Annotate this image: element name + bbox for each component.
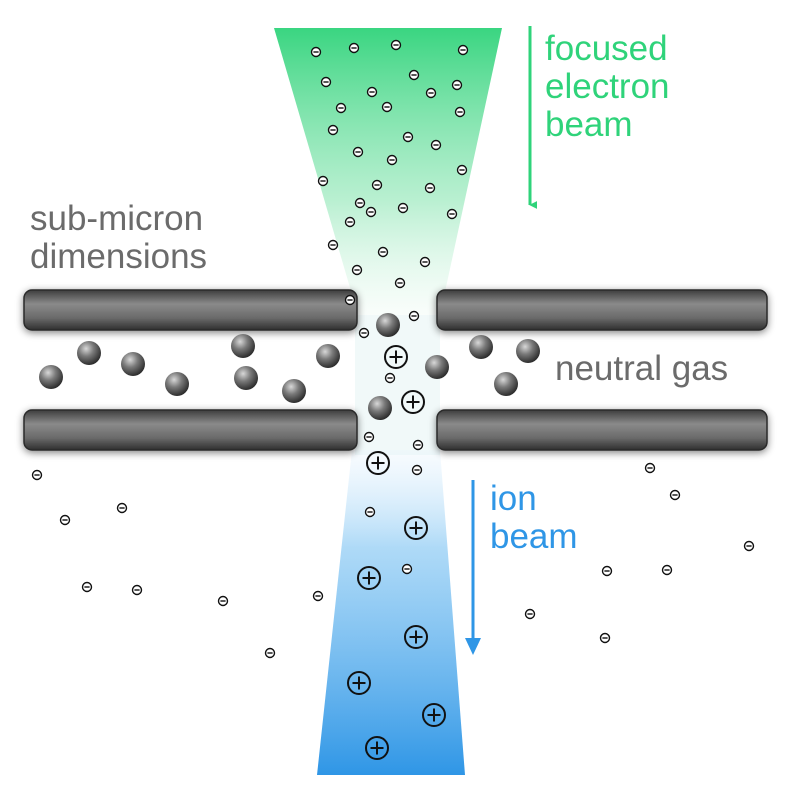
electron-minus-circle-icon: [217, 595, 229, 607]
gas-atom-sphere-icon: [121, 352, 145, 376]
electron-minus-circle-icon: [358, 327, 370, 339]
electron-beam-label: focused electron beam: [545, 30, 670, 144]
electron-minus-circle-icon: [402, 131, 414, 143]
ion-beam-label-line-2: beam: [490, 517, 578, 556]
electron-minus-circle-icon: [344, 294, 356, 306]
electron-minus-circle-icon: [457, 44, 469, 56]
ion-beam-arrow-head: [465, 638, 481, 655]
electron-minus-circle-icon: [743, 540, 755, 552]
electron-minus-circle-icon: [419, 256, 431, 268]
electron-beam-label-line-3: beam: [545, 105, 633, 144]
ion-plus-circle-icon: [365, 736, 389, 760]
electron-minus-circle-icon: [412, 439, 424, 451]
neutral-gas-label: neutral gas: [555, 349, 729, 388]
electron-minus-circle-icon: [599, 632, 611, 644]
electron-minus-circle-icon: [384, 372, 396, 384]
electron-minus-circle-icon: [317, 175, 329, 187]
electron-minus-circle-icon: [381, 101, 393, 113]
gas-atom-sphere-icon: [165, 372, 189, 396]
ion-plus-circle-icon: [357, 566, 381, 590]
dimensions-label-line-2: dimensions: [30, 237, 208, 276]
electron-minus-circle-icon: [348, 42, 360, 54]
electron-minus-circle-icon: [310, 46, 322, 58]
gas-atom-sphere-icon: [494, 372, 518, 396]
gas-atom-sphere-icon: [234, 366, 258, 390]
ion-plus-circle-icon: [366, 451, 390, 475]
electron-minus-circle-icon: [81, 581, 93, 593]
electron-minus-circle-icon: [264, 647, 276, 659]
electron-minus-circle-icon: [456, 164, 468, 176]
electron-minus-circle-icon: [371, 179, 383, 191]
electron-minus-circle-icon: [446, 208, 458, 220]
electron-minus-circle-icon: [327, 124, 339, 136]
ion-plus-circle-icon: [404, 516, 428, 540]
beam-gap: [355, 315, 440, 455]
upper-right-plate: [436, 289, 768, 331]
lower-right-plate: [436, 409, 768, 451]
electron-minus-circle-icon: [661, 564, 673, 576]
ion-beam: [317, 450, 465, 775]
electron-minus-circle-icon: [394, 277, 406, 289]
electron-minus-circle-icon: [327, 239, 339, 251]
electron-minus-circle-icon: [390, 39, 402, 51]
electron-minus-circle-icon: [601, 565, 613, 577]
electron-minus-circle-icon: [312, 590, 324, 602]
dimensions-label: sub-micron dimensions: [30, 200, 207, 276]
electron-minus-circle-icon: [430, 139, 442, 151]
ion-plus-circle-icon: [347, 671, 371, 695]
electron-minus-circle-icon: [363, 431, 375, 443]
electron-minus-circle-icon: [424, 182, 436, 194]
electron-minus-circle-icon: [401, 563, 413, 575]
electron-minus-circle-icon: [116, 502, 128, 514]
gas-atom-sphere-icon: [469, 335, 493, 359]
electron-minus-circle-icon: [31, 469, 43, 481]
ion-beam-label: ion beam: [490, 480, 578, 556]
gas-atom-sphere-icon: [376, 313, 400, 337]
dimensions-label-line-1: sub-micron: [30, 199, 204, 238]
electron-minus-circle-icon: [411, 464, 423, 476]
electron-minus-circle-icon: [320, 76, 332, 88]
electron-minus-circle-icon: [344, 216, 356, 228]
electron-minus-circle-icon: [451, 79, 463, 91]
ion-plus-circle-icon: [404, 625, 428, 649]
ion-plus-circle-icon: [401, 390, 425, 414]
ion-plus-circle-icon: [384, 345, 408, 369]
ion-plus-circle-icon: [422, 703, 446, 727]
electron-minus-circle-icon: [335, 102, 347, 114]
electron-minus-circle-icon: [425, 87, 437, 99]
gas-atom-sphere-icon: [282, 379, 306, 403]
electron-minus-circle-icon: [351, 264, 363, 276]
electron-minus-circle-icon: [454, 106, 466, 118]
electron-minus-circle-icon: [365, 206, 377, 218]
electron-minus-circle-icon: [669, 489, 681, 501]
electron-minus-circle-icon: [131, 584, 143, 596]
electron-minus-circle-icon: [352, 146, 364, 158]
electron-minus-circle-icon: [354, 197, 366, 209]
gas-atom-sphere-icon: [516, 339, 540, 363]
gas-atom-sphere-icon: [368, 396, 392, 420]
electron-beam-label-line-2: electron: [545, 67, 670, 106]
electron-beam: [274, 28, 502, 315]
gas-atom-sphere-icon: [39, 365, 63, 389]
gas-atom-sphere-icon: [425, 355, 449, 379]
gas-atom-sphere-icon: [231, 334, 255, 358]
gas-atom-sphere-icon: [316, 344, 340, 368]
electron-beam-label-line-1: focused: [545, 29, 668, 68]
electron-minus-circle-icon: [397, 202, 409, 214]
electron-minus-circle-icon: [644, 462, 656, 474]
lower-left-plate: [23, 409, 358, 451]
upper-left-plate: [23, 289, 358, 331]
electron-minus-circle-icon: [408, 69, 420, 81]
electron-minus-circle-icon: [386, 154, 398, 166]
electron-minus-circle-icon: [524, 608, 536, 620]
gas-atom-sphere-icon: [77, 341, 101, 365]
electron-minus-circle-icon: [366, 86, 378, 98]
electron-minus-circle-icon: [364, 506, 376, 518]
electron-minus-circle-icon: [377, 246, 389, 258]
ion-beam-label-line-1: ion: [490, 479, 537, 518]
electron-minus-circle-icon: [59, 514, 71, 526]
electron-minus-circle-icon: [408, 310, 420, 322]
